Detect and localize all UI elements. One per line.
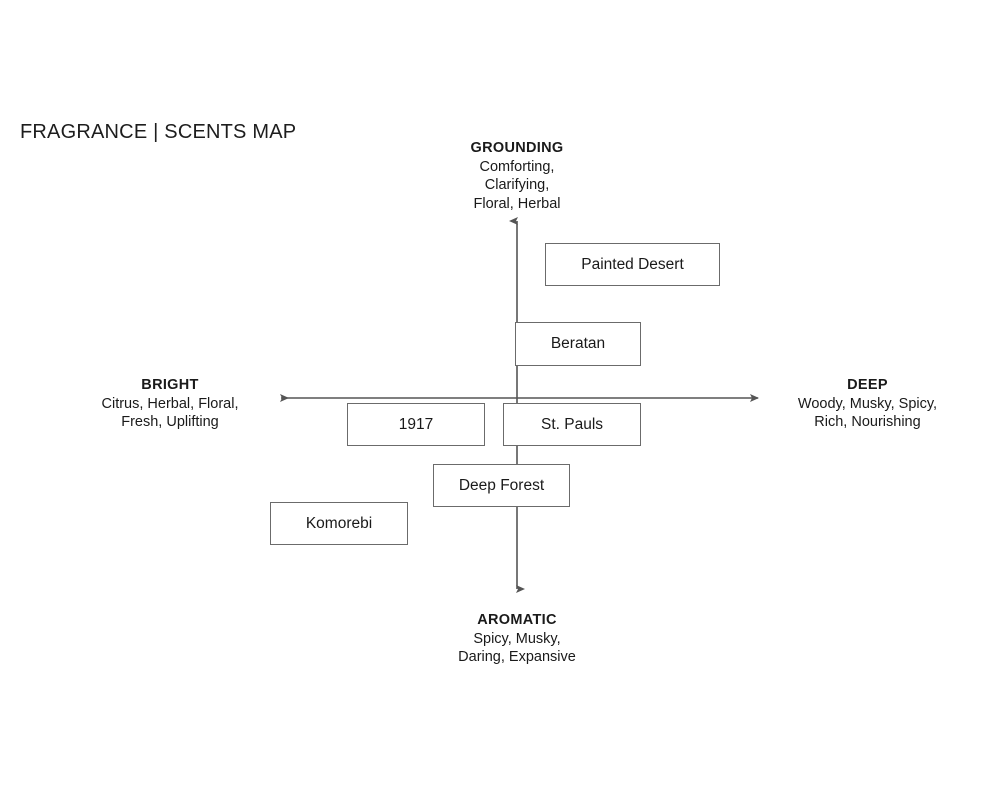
axis-label-grounding-description: Comforting, Clarifying, Floral, Herbal [473, 158, 561, 212]
axis-label-bright-description: Citrus, Herbal, Floral, Fresh, Uplifting [101, 395, 239, 431]
axis-label-deep-description: Woody, Musky, Spicy, Rich, Nourishing [797, 395, 938, 431]
axis-label-deep-title: DEEP [847, 377, 888, 393]
scent-item-box[interactable]: Painted Desert [545, 243, 720, 286]
axis-label-grounding-title: GROUNDING [470, 140, 564, 156]
axis-label-grounding: GROUNDING Comforting, Clarifying, Floral… [417, 139, 617, 213]
scent-item-box[interactable]: Komorebi [270, 502, 408, 545]
scent-item-box[interactable]: Deep Forest [433, 464, 570, 507]
axis-label-aromatic: AROMATIC Spicy, Musky, Daring, Expansive [417, 611, 617, 667]
scent-item-box[interactable]: St. Pauls [503, 403, 641, 446]
axis-label-deep: DEEP Woody, Musky, Spicy, Rich, Nourishi… [765, 376, 970, 432]
scent-item-box[interactable]: Beratan [515, 322, 641, 366]
page-title: FRAGRANCE | SCENTS MAP [20, 121, 297, 143]
scent-item-box[interactable]: 1917 [347, 403, 485, 446]
axis-label-aromatic-description: Spicy, Musky, Daring, Expansive [458, 630, 576, 666]
axis-label-bright-title: BRIGHT [141, 377, 199, 393]
axis-label-bright: BRIGHT Citrus, Herbal, Floral, Fresh, Up… [70, 376, 270, 432]
axis-label-aromatic-title: AROMATIC [477, 612, 557, 628]
